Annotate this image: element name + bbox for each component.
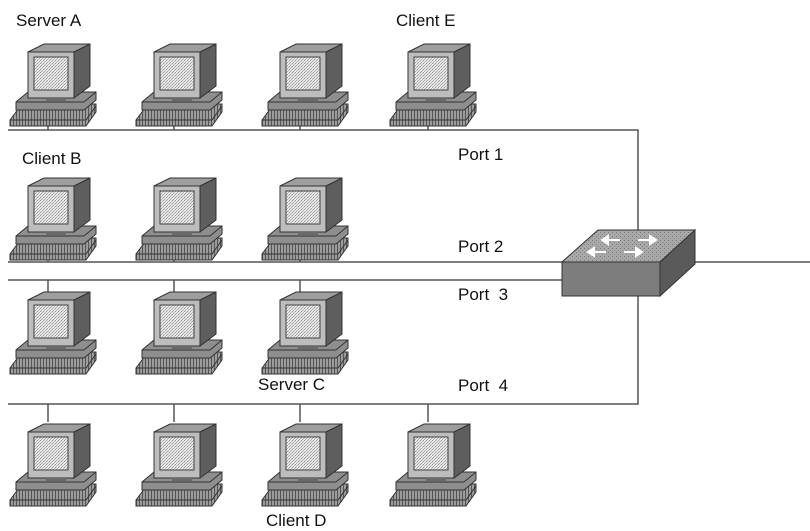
- client-d-label: Client D: [266, 511, 327, 530]
- workstation-icon: [261, 423, 349, 507]
- port-3-label: Port 3: [458, 285, 509, 304]
- workstation-icon: [135, 423, 223, 507]
- segment-port-4-cable: [8, 296, 639, 405]
- workstation-icon: [9, 423, 97, 507]
- port-1-label: Port 1: [458, 145, 504, 164]
- workstation-icon: [9, 43, 97, 127]
- server-c-label: Server C: [258, 375, 326, 394]
- client-b-label: Client B: [22, 149, 82, 168]
- workstation-icon: [9, 177, 97, 261]
- switch-icon: [560, 228, 697, 298]
- server-a-label: Server A: [16, 11, 82, 30]
- workstation-icon: [389, 423, 477, 507]
- workstation-icon: [9, 291, 97, 375]
- port-2-label: Port 2: [458, 237, 504, 256]
- workstation-icon: [389, 43, 477, 127]
- client-e-label: Client E: [396, 11, 456, 30]
- workstation-icon: [135, 43, 223, 127]
- port-4-label: Port 4: [458, 376, 509, 395]
- segment-port-1-cable: [8, 129, 639, 262]
- workstation-icon: [261, 177, 349, 261]
- workstation-icon: [135, 291, 223, 375]
- workstation-icon: [261, 43, 349, 127]
- workstation-icon: [261, 291, 349, 375]
- workstation-icon: [135, 177, 223, 261]
